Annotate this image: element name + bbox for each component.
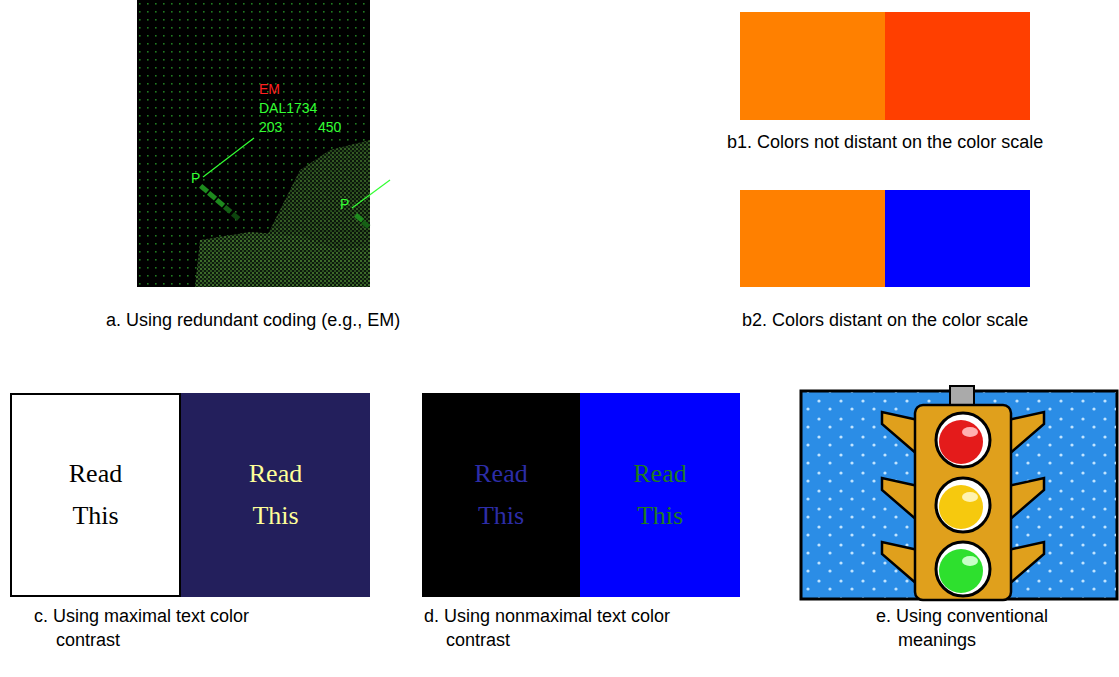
aircraft-symbol: P <box>340 196 349 212</box>
aircraft-symbol: P <box>191 170 200 186</box>
sample-text: Read This <box>69 453 122 536</box>
color-swatch <box>740 12 885 120</box>
callsign: DAL1734 <box>259 100 317 116</box>
sample-text: Read This <box>633 453 686 536</box>
color-swatch <box>740 190 885 287</box>
caption: b1. Colors not distant on the color scal… <box>727 130 1043 154</box>
white-text-panel: Read This <box>10 393 181 597</box>
color-swatch <box>885 190 1030 287</box>
traffic-light <box>801 386 1117 600</box>
blue-text-panel: Read This <box>580 393 740 597</box>
caption: c. Using maximal text color contrast <box>34 604 259 652</box>
navy-text-panel: Read This <box>181 393 370 597</box>
caption: e. Using conventional meanings <box>876 604 1106 652</box>
radar-screen <box>137 0 390 287</box>
caption: a. Using redundant coding (e.g., EM) <box>106 308 400 332</box>
color-swatch <box>885 12 1030 120</box>
caption: d. Using nonmaximal text color contrast <box>424 604 674 652</box>
emergency-tag: EM <box>259 81 280 97</box>
sample-text: Read This <box>474 453 527 536</box>
caption: b2. Colors distant on the color scale <box>742 308 1028 332</box>
speed: 450 <box>318 119 341 135</box>
sample-text: Read This <box>249 453 302 536</box>
altitude: 203 <box>259 119 282 135</box>
black-text-panel: Read This <box>422 393 580 597</box>
